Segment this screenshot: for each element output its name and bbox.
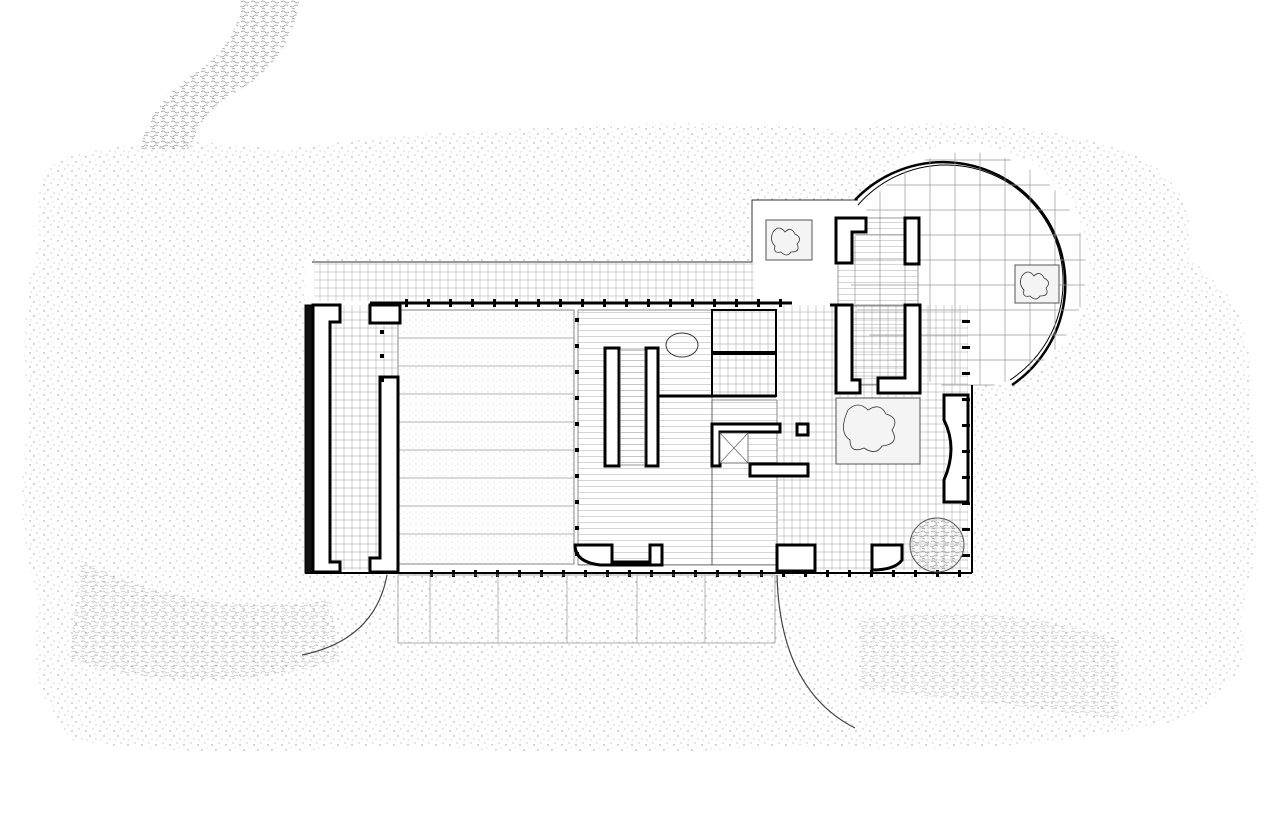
column	[958, 570, 961, 577]
column	[691, 299, 694, 307]
planter-courtyard	[835, 397, 921, 465]
planter-round	[909, 517, 965, 573]
column	[962, 320, 970, 323]
column	[669, 299, 672, 307]
column	[575, 448, 579, 452]
column	[380, 378, 384, 382]
planter-terrace	[1014, 264, 1060, 304]
column	[537, 299, 540, 307]
column	[628, 570, 631, 577]
swimming-pool	[397, 309, 575, 565]
column	[405, 299, 408, 307]
column	[804, 570, 807, 577]
column	[650, 570, 653, 577]
column	[581, 299, 584, 307]
column	[962, 424, 970, 427]
column	[380, 354, 384, 358]
column	[562, 570, 565, 577]
column	[962, 502, 970, 505]
column	[738, 570, 741, 577]
column	[716, 570, 719, 577]
entry-paving	[397, 574, 776, 644]
column	[575, 422, 579, 426]
upper-terrace-paving	[312, 199, 858, 301]
column-row	[380, 299, 970, 577]
column	[603, 299, 606, 307]
stair-flights	[603, 216, 922, 468]
column	[575, 396, 579, 400]
column	[782, 570, 785, 577]
column	[575, 552, 579, 556]
column	[870, 570, 873, 577]
planter-upper	[765, 219, 813, 261]
column	[848, 570, 851, 577]
column	[575, 344, 579, 348]
column	[735, 299, 738, 307]
column	[826, 570, 829, 577]
column	[757, 299, 760, 307]
column	[713, 299, 716, 307]
door-swing-right	[776, 574, 856, 729]
vermiculated-path	[70, 0, 1120, 720]
column	[518, 570, 521, 577]
column	[575, 474, 579, 478]
column	[575, 318, 579, 322]
left-walls	[311, 303, 402, 574]
column	[914, 570, 917, 577]
column	[962, 476, 970, 479]
column	[606, 570, 609, 577]
column	[575, 370, 579, 374]
column	[452, 570, 455, 577]
column	[936, 570, 939, 577]
column	[892, 570, 895, 577]
column	[647, 299, 650, 307]
column	[427, 299, 430, 307]
column	[575, 500, 579, 504]
column	[962, 554, 970, 557]
column	[493, 299, 496, 307]
column	[559, 299, 562, 307]
column	[540, 570, 543, 577]
column	[584, 570, 587, 577]
service-core	[658, 309, 810, 478]
column	[962, 398, 970, 401]
column	[575, 526, 579, 530]
door-swing-left	[301, 574, 388, 656]
column	[430, 570, 433, 577]
column	[496, 570, 499, 577]
column	[760, 570, 763, 577]
column	[625, 299, 628, 307]
column	[962, 528, 970, 531]
column	[449, 299, 452, 307]
column	[962, 450, 970, 453]
column	[474, 570, 477, 577]
column	[380, 330, 384, 334]
column	[962, 372, 970, 375]
column	[515, 299, 518, 307]
column	[672, 570, 675, 577]
column	[962, 346, 970, 349]
column	[694, 570, 697, 577]
column	[779, 299, 782, 307]
column	[471, 299, 474, 307]
